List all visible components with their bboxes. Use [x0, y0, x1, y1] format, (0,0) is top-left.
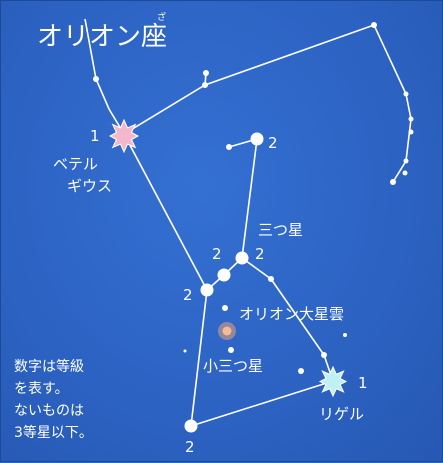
saiph-star	[184, 419, 198, 433]
faint-star	[202, 82, 208, 88]
faint-star	[403, 158, 409, 164]
title-ruby: ざ	[157, 11, 166, 23]
label-betelgeuse-1: ベテル	[53, 155, 98, 173]
betelgeuse-star	[108, 118, 140, 154]
faint-star	[403, 91, 409, 97]
club-arm-line	[84, 18, 412, 183]
faint-star	[408, 116, 414, 122]
faint-star	[390, 179, 396, 185]
magnitude-rigel: 1	[358, 374, 368, 392]
faint-stars	[93, 22, 414, 374]
alnitak-star	[200, 283, 214, 297]
faint-star	[228, 347, 234, 353]
faint-star	[402, 170, 408, 176]
nebula-core	[222, 326, 232, 336]
faint-star	[343, 333, 347, 337]
magnitude-betelgeuse: 1	[90, 127, 100, 145]
belt-line	[206, 138, 258, 291]
label-rigel: リゲル	[319, 405, 364, 423]
faint-star	[226, 144, 232, 150]
label-small-belt: 小三つ星	[203, 357, 263, 375]
note-line-2: を表す。	[14, 381, 69, 397]
faint-star	[203, 70, 209, 76]
magnitude-mintaka: 2	[255, 245, 265, 263]
mintaka-star	[235, 251, 249, 265]
faint-star	[222, 305, 228, 311]
faint-star	[371, 22, 377, 28]
orion-nebula	[218, 322, 236, 340]
label-belt: 三つ星	[258, 221, 303, 239]
chart-title: オリオン座	[37, 22, 167, 52]
faint-star	[93, 76, 99, 82]
note-line-1: 数字は等級	[14, 358, 84, 375]
magnitude-alnilam: 2	[212, 245, 222, 263]
faint-star	[298, 368, 304, 374]
label-nebula: オリオン大星雲	[239, 305, 344, 323]
faint-star	[408, 129, 414, 135]
faint-star	[183, 349, 187, 353]
magnitude-saiph: 2	[185, 438, 195, 456]
faint-star	[321, 352, 327, 358]
faint-star	[268, 276, 274, 282]
note-line-4: 3等星以下。	[14, 424, 93, 441]
alnilam-star	[217, 268, 231, 282]
magnitude-bellatrix: 2	[268, 134, 278, 152]
rigel-star	[318, 365, 348, 398]
magnitude-alnitak: 2	[183, 286, 193, 304]
note-line-3: ないものは	[14, 403, 84, 419]
body-left-line	[123, 133, 335, 428]
bellatrix-star	[250, 132, 264, 146]
label-betelgeuse-2: ギウス	[67, 177, 112, 195]
bright-stars	[108, 118, 348, 433]
